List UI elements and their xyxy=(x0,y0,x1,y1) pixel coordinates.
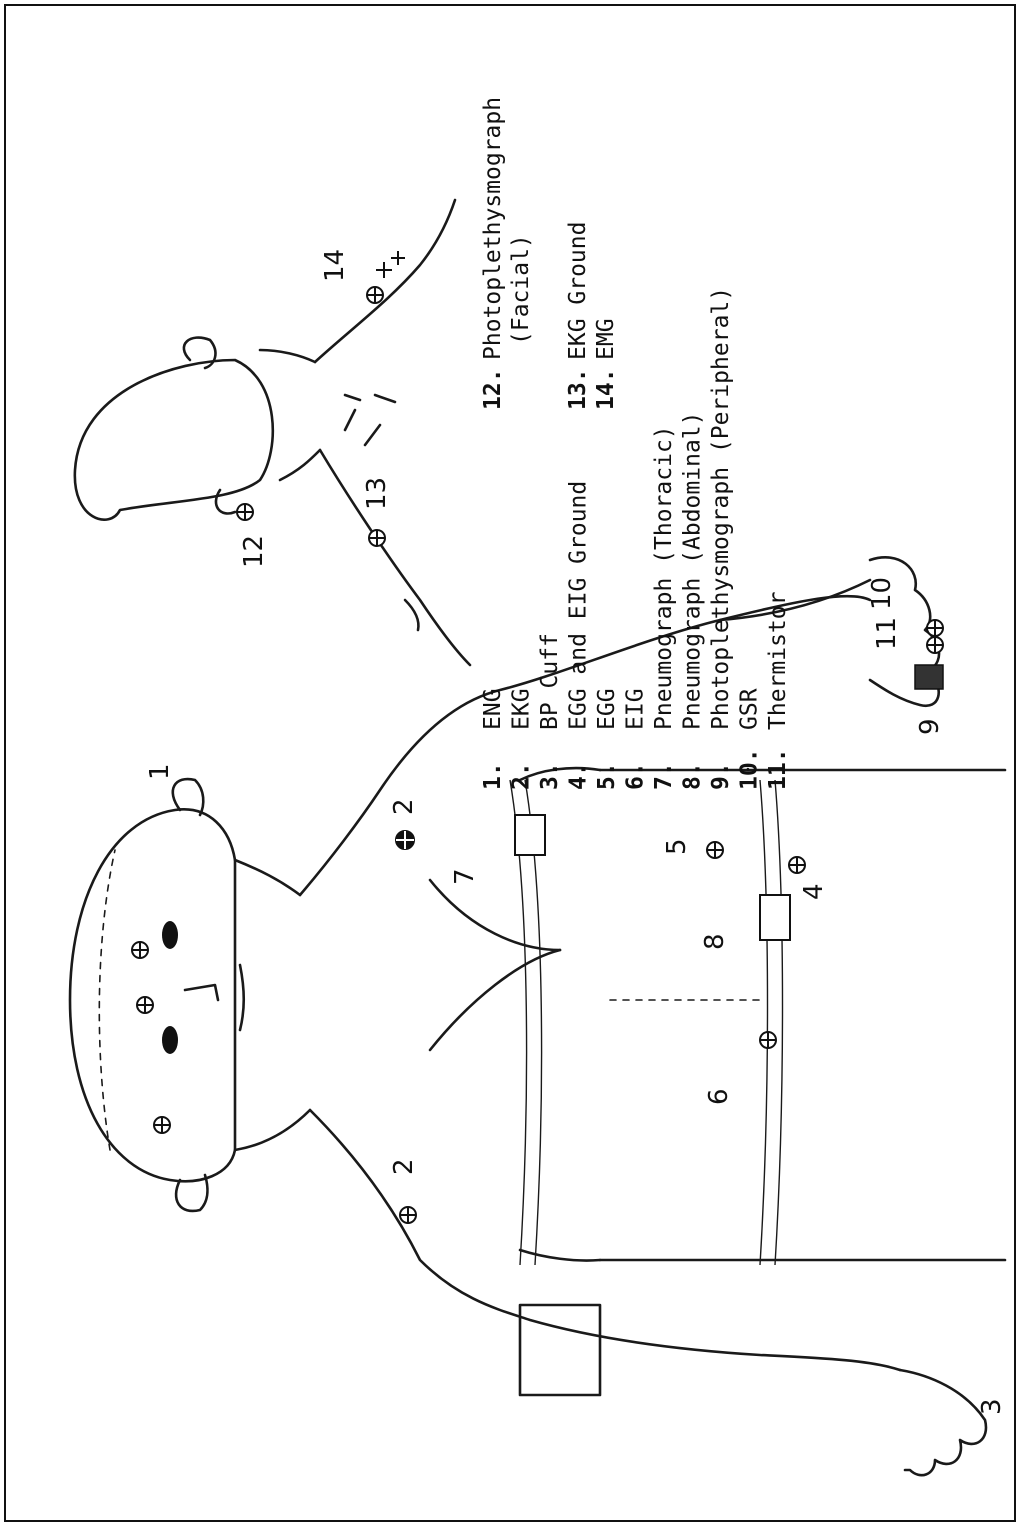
legend-number: 12. xyxy=(480,368,506,410)
legend-number: 13. xyxy=(565,368,591,410)
legend-label: Photoplethysmograph (Peripheral) xyxy=(708,287,734,730)
callout-6: 6 xyxy=(704,1088,734,1105)
abdominal-belt xyxy=(760,780,768,1265)
body-mouth xyxy=(240,965,244,1030)
electrode-egg xyxy=(707,842,723,858)
legend-label: EGG xyxy=(594,688,620,730)
callout-14: 14 xyxy=(320,249,350,282)
legend-number: 7. xyxy=(651,762,677,790)
callout-7: 7 xyxy=(450,868,480,885)
back-spine-mark-1 xyxy=(345,410,355,430)
callout-4: 4 xyxy=(799,883,829,900)
legend-number: 6. xyxy=(623,762,649,790)
legend-number: 1. xyxy=(480,762,506,790)
legend-number: 10. xyxy=(737,748,763,790)
callout-10: 10 xyxy=(867,577,897,610)
legend-label: Pneumograph (Abdominal) xyxy=(680,412,706,731)
legend-number: 8. xyxy=(680,762,706,790)
legend-number: 3. xyxy=(537,762,563,790)
legend-label: EMG xyxy=(593,318,619,360)
back-spine-mark-4 xyxy=(375,395,395,402)
callout-13: 13 xyxy=(362,477,392,510)
abdominal-belt-sensor xyxy=(760,895,790,940)
callout-3: 3 xyxy=(977,1398,1007,1415)
back-spine-mark-2 xyxy=(365,425,380,445)
body-neck-top xyxy=(235,860,300,895)
legend-label: ENG xyxy=(480,688,506,730)
callout-12: 12 xyxy=(239,535,269,568)
electrode-facial xyxy=(237,504,253,520)
body-neck-bottom xyxy=(235,1110,310,1150)
electrode-eng-left xyxy=(154,1117,170,1133)
electrode-emg-2 xyxy=(376,262,392,278)
legend-number: 5. xyxy=(594,762,620,790)
body-chest-contour-2 xyxy=(430,880,560,950)
callout-11: 11 xyxy=(872,617,902,650)
body-hairline xyxy=(99,850,115,1150)
legend-label: Photoplethysmograph xyxy=(480,97,506,360)
electrode-ground xyxy=(789,857,805,873)
legend-label: BP Cuff xyxy=(537,633,563,730)
callout-1: 1 xyxy=(145,763,175,780)
body-nose xyxy=(185,985,218,1000)
legend-label: EKG Ground xyxy=(565,222,591,360)
callout-8: 8 xyxy=(700,933,730,950)
legend-label-continued: (Facial) xyxy=(508,234,534,345)
callout-2-left: 2 xyxy=(389,1158,419,1175)
legend-label: GSR xyxy=(737,688,763,730)
electrode-emg-3 xyxy=(391,251,405,265)
body-hand-left xyxy=(900,1370,986,1475)
body-head-outline xyxy=(70,809,235,1181)
legend-label: EIG xyxy=(623,688,649,730)
body-shoulder-left xyxy=(310,1110,900,1370)
body-eye-right xyxy=(162,921,178,949)
back-spine-mark-3 xyxy=(345,395,360,400)
callout-2-right: 2 xyxy=(389,798,419,815)
legend-number: 14. xyxy=(593,368,619,410)
electrode-eng-right xyxy=(132,942,148,958)
electrode-eig xyxy=(760,1032,776,1048)
legend-right: 12. Photoplethysmograph(Facial) 13. EKG Gro… xyxy=(480,97,619,410)
legend-left: 1. ENG 2. EKG 3. BP Cuff 4. EGG and EIG Ground 5… xyxy=(480,287,791,790)
electrode-emg-1 xyxy=(367,287,383,303)
electrode-gsr-2 xyxy=(927,620,943,636)
back-neck-top xyxy=(260,350,315,362)
legend-label: EKG xyxy=(509,688,535,730)
abdominal-belt-edge xyxy=(775,780,783,1265)
back-shoulder-bottom xyxy=(320,450,470,665)
electrode-ekg-right xyxy=(396,831,414,849)
legend-number: 11. xyxy=(765,748,791,790)
legend-label: EGG and EIG Ground xyxy=(566,481,592,730)
back-neck-bottom xyxy=(280,450,320,480)
finger-sensor xyxy=(915,665,943,689)
body-armpit-left xyxy=(520,1250,600,1261)
body-eye-left xyxy=(162,1026,178,1054)
legend-label: Thermistor xyxy=(765,592,791,730)
back-blade-mark xyxy=(405,600,418,630)
legend-number: 9. xyxy=(708,762,734,790)
back-view-illustration xyxy=(75,200,470,665)
callout-5: 5 xyxy=(662,838,692,855)
electrode-ekg-ground xyxy=(369,530,385,546)
legend-label: Pneumograph (Thoracic) xyxy=(651,425,677,730)
back-head-outline xyxy=(75,360,273,520)
electrode-ekg-left xyxy=(400,1207,416,1223)
callout-9: 9 xyxy=(915,718,945,735)
electrode-eng-center xyxy=(137,997,153,1013)
thoracic-belt-sensor xyxy=(515,815,545,855)
legend-number: 4. xyxy=(566,762,592,790)
electrode-gsr-1 xyxy=(927,637,943,653)
legend-number: 2. xyxy=(509,762,535,790)
bp-cuff xyxy=(520,1305,600,1395)
